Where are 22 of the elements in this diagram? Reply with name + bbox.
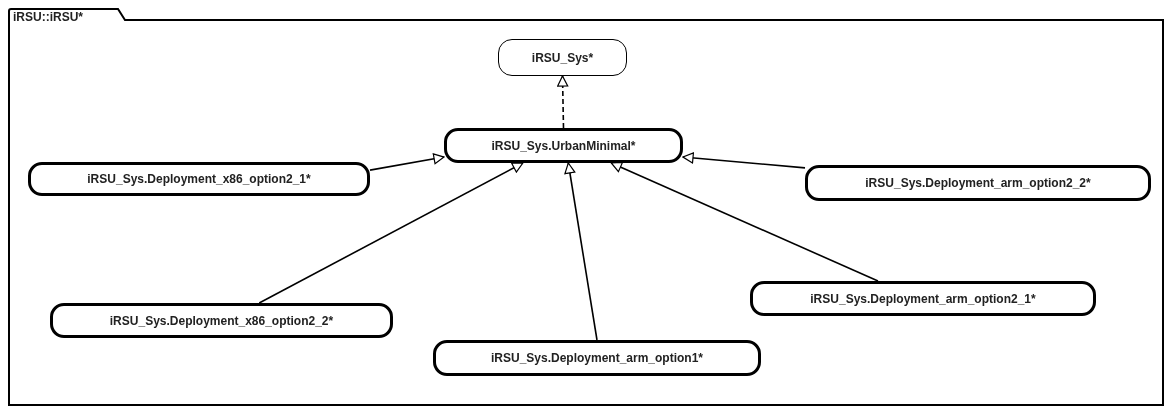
generalization-arrow: [682, 152, 806, 169]
package-frame: [8, 8, 1164, 406]
generalization-arrow: [610, 161, 879, 282]
generalization-arrow: [369, 153, 445, 171]
component-name: iRSU_Sys*: [531, 50, 594, 65]
component-name: iRSU_Sys.UrbanMinimal*: [491, 138, 636, 153]
component-box: [433, 340, 761, 376]
component-name: iRSU_Sys.Deployment_arm_option2_1*: [810, 291, 1036, 306]
component-box: [444, 128, 683, 163]
component-name: iRSU_Sys.Deployment_arm_option1*: [490, 351, 704, 365]
component-box: [750, 281, 1096, 316]
component-name: iRSU_Sys.Deployment_arm_option2_2*: [865, 176, 1091, 190]
component-box: [498, 39, 627, 76]
component-name: iRSU_Sys.Deployment_x86_option2_1*: [87, 172, 311, 186]
generalization-arrow: [258, 162, 524, 304]
component-name: iRSU_Sys.Deployment_x86_option2_2*: [109, 313, 334, 328]
generalization-arrow: [564, 162, 598, 341]
component-box: [50, 303, 393, 338]
dashed-arrow: [557, 75, 569, 129]
package-title: iRSU::iRSU*: [13, 10, 83, 24]
component-box: [805, 165, 1151, 201]
component-box: [28, 162, 370, 196]
